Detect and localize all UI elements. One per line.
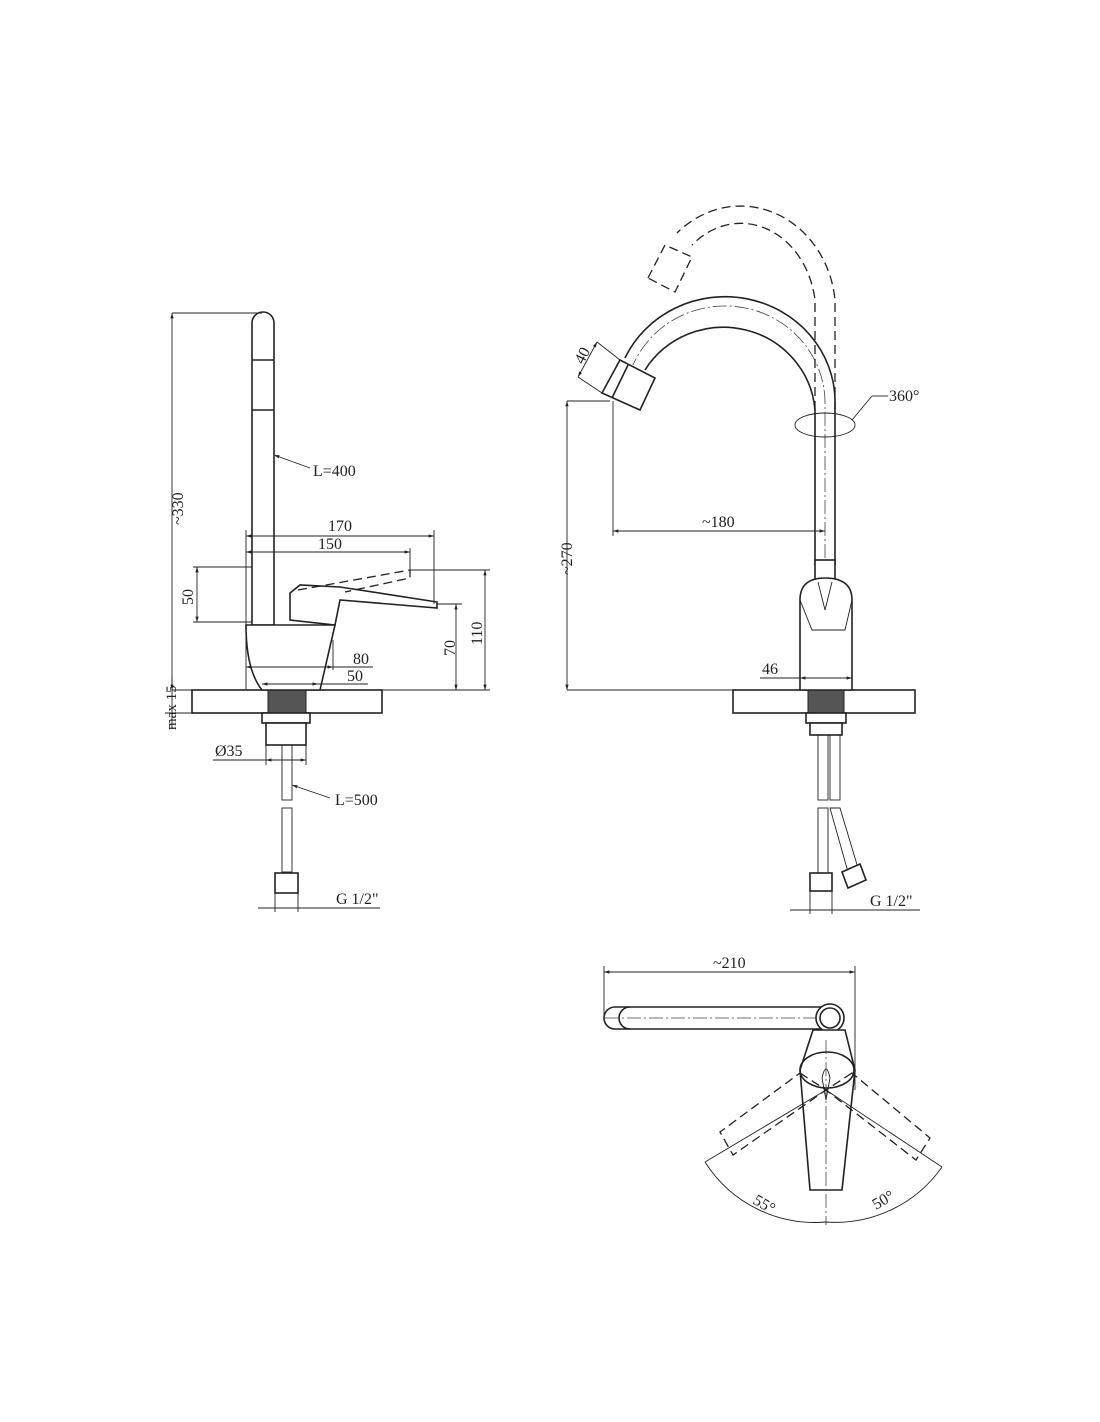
label-rotation-360: 360° bbox=[889, 388, 919, 405]
dim-150: 150 bbox=[318, 536, 342, 553]
spout-arc-outer bbox=[624, 295, 836, 565]
dim-70: 70 bbox=[442, 640, 459, 656]
hose-upper bbox=[281, 744, 293, 801]
dim-max-15: max 15 bbox=[164, 685, 180, 730]
dim-thread-side: G 1/2" bbox=[336, 891, 379, 908]
angle-right-50: 50° bbox=[870, 1188, 898, 1214]
dim-reach-180: ~180 bbox=[702, 514, 735, 531]
dim-outlet-40: 40 bbox=[572, 345, 595, 367]
spout-arc-inner bbox=[644, 326, 816, 565]
angle-left-55: 55° bbox=[750, 1192, 778, 1218]
dim-thread-front: G 1/2" bbox=[870, 893, 913, 910]
dim-50-lift: 50 bbox=[180, 589, 197, 605]
dim-body-46: 46 bbox=[762, 661, 778, 678]
label-spout-length: L=400 bbox=[313, 463, 356, 480]
top-view: ~210 55° 50° bbox=[603, 955, 943, 1225]
dim-hole-35: Ø35 bbox=[215, 743, 243, 760]
faucet-body bbox=[245, 624, 337, 691]
hose-fitting bbox=[274, 872, 299, 894]
dim-50-base: 50 bbox=[347, 668, 363, 685]
dim-80: 80 bbox=[353, 651, 369, 668]
spout-outlet bbox=[600, 358, 657, 412]
top-handle bbox=[799, 1029, 856, 1191]
lever bbox=[289, 584, 438, 626]
front-view: 360° 40 ~270 ~180 46 G 1/2" bbox=[559, 205, 920, 914]
dim-170: 170 bbox=[328, 518, 352, 535]
dim-110: 110 bbox=[469, 622, 486, 645]
side-view: ~330 L=400 170 150 50 110 70 80 50 max 1… bbox=[164, 311, 490, 912]
angle-arc bbox=[704, 1161, 943, 1223]
dim-reach-210: ~210 bbox=[713, 955, 746, 972]
spout-tube bbox=[251, 311, 275, 626]
rotation-indicator bbox=[794, 412, 856, 438]
thread-section bbox=[267, 689, 307, 714]
front-body bbox=[799, 577, 853, 691]
dim-height-330: ~330 bbox=[170, 492, 187, 525]
dim-height-270: ~270 bbox=[559, 542, 576, 575]
hose-lower bbox=[281, 807, 293, 873]
label-hose-length: L=500 bbox=[335, 792, 378, 809]
